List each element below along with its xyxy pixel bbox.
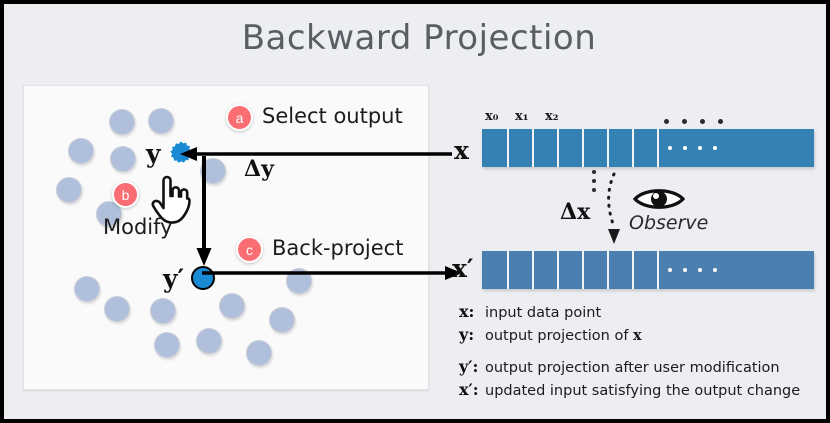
x-vector-bar[interactable] [482,129,814,167]
cell-divider [557,129,559,167]
cell-divider [607,251,609,289]
cell-divider [532,129,534,167]
page-title: Backward Projection [241,18,597,58]
scatter-dot [74,276,100,302]
observe-dotted-arrow [607,172,620,244]
step-badge-a[interactable]: a [226,104,253,131]
cell-divider [607,129,609,167]
x2-index-label: x₂ [545,109,558,124]
delta-x-label: Δx [560,199,591,225]
x-vector-bottom-ellipsis [592,170,596,192]
step-label-select-output: Select output [262,104,403,128]
cell-divider [532,251,534,289]
scatter-dot [196,328,222,354]
projection-scatter-panel[interactable]: y b Modify y′ [23,85,429,390]
scatter-dot [104,296,130,322]
x0-index-label: x₀ [485,109,498,124]
x-vector-label: x [454,136,469,165]
x1-index-label: x₁ [515,109,528,124]
cell-divider [507,129,509,167]
cell-divider [632,129,634,167]
scatter-dot [148,108,174,134]
scatter-dot [150,298,176,324]
legend-row-xprime: x′: updated input satisfying the output … [459,380,824,399]
legend: x: input data point y: output projection… [459,302,824,403]
legend-desc-y-text: output projection of [485,328,634,344]
scatter-dot [56,177,82,203]
cell-divider [557,251,559,289]
xprime-vector-bar[interactable] [482,251,814,289]
legend-desc-y-symbol: x [633,327,642,344]
legend-desc-x: input data point [485,305,602,321]
hand-pointer-icon [148,174,192,231]
legend-key-y: y: [459,325,475,344]
legend-row-yprime: y′: output projection after user modific… [459,357,824,376]
xprime-vector-label: x′ [452,254,474,283]
cell-divider [582,251,584,289]
scatter-dot [154,332,180,358]
eye-icon [632,186,686,217]
backprojected-output-marker[interactable] [191,266,215,290]
cell-divider [657,129,659,167]
legend-desc-xprime: updated input satisfying the output chan… [485,383,801,399]
legend-key-yprime: y′: [459,357,479,376]
scatter-dot [110,146,136,172]
scatter-dot [246,340,272,366]
legend-row-y: y: output projection of x [459,325,824,344]
x1-index-text: x₁ [515,109,529,124]
legend-row-x: x: input data point [459,302,824,321]
scatter-dot [219,293,245,319]
modify-down-arrow [196,156,212,266]
step-label-modify: Modify [103,215,173,239]
legend-key-xprime: x′: [459,380,479,399]
scatter-dot [109,109,135,135]
x0-index-text: x₀ [485,109,499,124]
cell-divider [657,251,659,289]
scatter-dot [269,307,295,333]
selected-output-marker[interactable] [168,139,194,165]
xprime-vector-inner-ellipsis [668,268,717,272]
step-badge-c[interactable]: c [236,236,263,263]
scatter-dot [68,138,94,164]
legend-desc-y: output projection of x [485,327,642,344]
legend-desc-yprime: output projection after user modificatio… [485,360,780,376]
cell-divider [507,251,509,289]
delta-y-arrow [180,147,452,161]
x-vector-inner-ellipsis [668,146,717,150]
x2-index-text: x₂ [545,109,559,124]
legend-key-x: x: [459,302,475,321]
cell-divider [632,251,634,289]
back-project-arrow [202,266,462,280]
delta-y-label: Δy [244,156,274,182]
yprime-point-label: y′ [163,264,185,293]
y-point-label: y [146,139,161,168]
x-vector-top-ellipsis [664,119,723,124]
step-badge-b[interactable]: b [112,181,139,208]
cell-divider [582,129,584,167]
observe-label: Observe [629,212,709,234]
step-label-back-project: Back-project [272,236,404,260]
